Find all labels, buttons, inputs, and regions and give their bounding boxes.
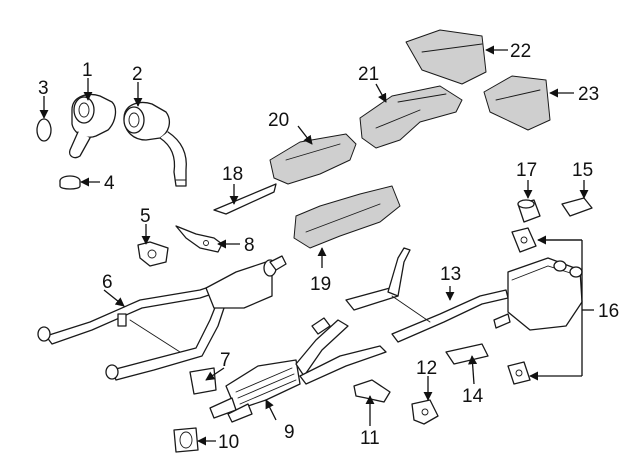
part-12-isolator [411,399,439,425]
callout-22: 22 [510,41,531,62]
part-18-heat-shield [213,183,277,215]
part-20-heat-shield [269,133,357,185]
part-16-isolators [507,227,537,385]
callout-20: 20 [268,110,289,131]
part-6-front-pipe [37,285,227,381]
part-15-bracket [561,197,593,217]
part-4-clamp [59,175,81,190]
part-22-cover [405,29,487,85]
leader-lines [39,45,594,446]
part-1-catalytic-downpipe [68,93,117,159]
part-11-hanger [353,379,391,403]
callout-1: 1 [82,60,93,81]
callout-23: 23 [578,84,599,105]
callout-3: 3 [38,78,49,99]
callout-16: 16 [598,301,619,322]
part-10-clamp [173,427,199,453]
callout-17: 17 [516,160,537,181]
part-3-gasket [36,118,52,142]
callout-21: 21 [358,64,379,85]
callout-labels: 1 2 3 4 5 6 7 8 9 10 11 12 13 14 15 16 1… [38,41,619,453]
callout-8: 8 [244,235,255,256]
callout-10: 10 [218,432,239,453]
callout-15: 15 [572,160,593,181]
part-14-bracket [445,343,489,365]
part-21-heat-shield [359,85,463,149]
part-2-catalytic-downpipe [123,101,187,187]
part-19-heat-shield [293,185,401,249]
callout-18: 18 [222,164,243,185]
callout-6: 6 [102,272,113,293]
part-5-bracket [137,241,169,267]
part-13-intermediate-pipe [345,247,509,343]
callout-12: 12 [416,358,437,379]
callout-2: 2 [132,64,143,85]
part-23-cover [483,75,551,131]
part-7-bracket [189,367,217,395]
part-6-resonator [205,255,287,309]
part-9-center-muffler [209,317,387,423]
callout-7: 7 [220,350,231,371]
callout-4: 4 [104,173,115,194]
part-17-isolator [517,199,541,223]
callout-19: 19 [310,274,331,295]
callout-13: 13 [440,264,461,285]
part-8-hanger [175,225,223,253]
callout-11: 11 [360,428,380,449]
callout-5: 5 [140,206,151,227]
callout-9: 9 [284,422,295,443]
callout-14: 14 [462,386,484,407]
